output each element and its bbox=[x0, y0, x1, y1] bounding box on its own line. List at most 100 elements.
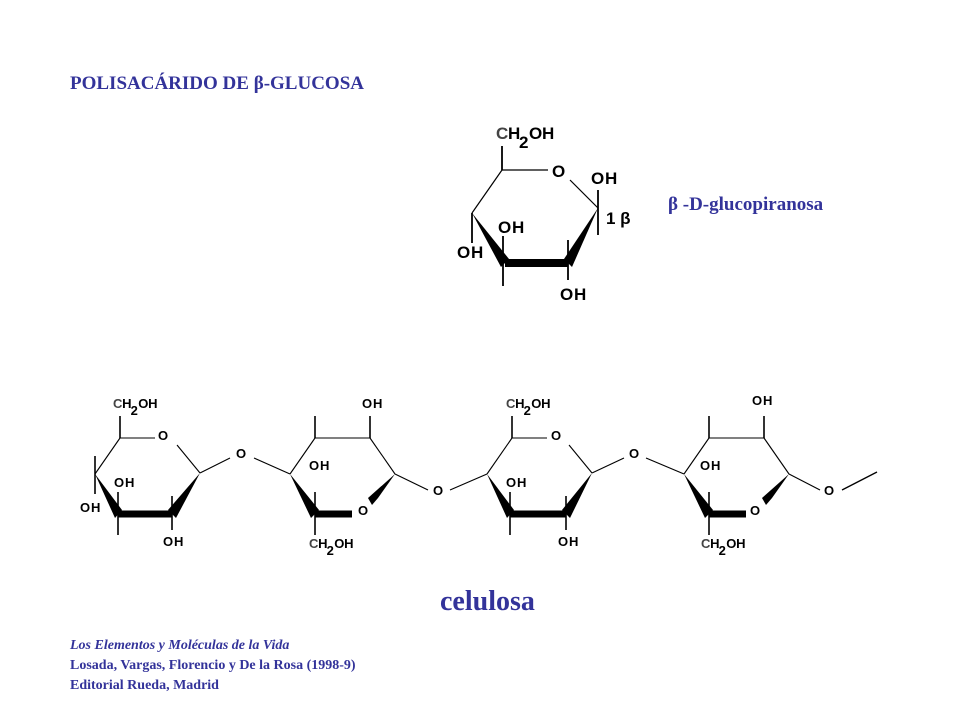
ring-oxygen-label: O bbox=[236, 446, 246, 461]
ring-oxygen-label: O bbox=[552, 162, 565, 181]
hydrogen-atom-label: H bbox=[512, 218, 524, 237]
ring-oxygen-label: O bbox=[551, 428, 561, 443]
ring-oxygen-label: O bbox=[433, 483, 443, 498]
ring-oxygen-label: O bbox=[358, 503, 368, 518]
hydrogen-atom-label: H bbox=[542, 124, 554, 143]
glycosidic-bond bbox=[394, 473, 429, 491]
hydrogen-atom-label: H bbox=[517, 475, 526, 490]
hydrogen-atom-label: H bbox=[344, 536, 353, 551]
oxygen-atom-label: O bbox=[309, 458, 319, 473]
ring-oxygen-label: O bbox=[750, 503, 760, 518]
hydrogen-atom-label: H bbox=[710, 536, 719, 551]
glycosidic-bond bbox=[253, 457, 291, 475]
oxygen-atom-label: O bbox=[498, 218, 511, 237]
wedge-bond bbox=[472, 213, 509, 267]
oxygen-atom-label: O bbox=[163, 534, 173, 549]
oxygen-atom-label: O bbox=[138, 396, 148, 411]
hydrogen-atom-label: H bbox=[122, 396, 131, 411]
wedge-bond bbox=[368, 474, 395, 505]
oxygen-atom-label: O bbox=[531, 396, 541, 411]
reference: Los Elementos y Moléculas de la Vida Los… bbox=[70, 636, 356, 696]
bond bbox=[369, 437, 396, 475]
wedge-bond bbox=[95, 474, 122, 518]
glycosidic-bond bbox=[591, 457, 625, 474]
subscript-two-label: 2 bbox=[327, 543, 334, 558]
oxygen-atom-label: O bbox=[700, 458, 710, 473]
glycosidic-bond bbox=[645, 457, 685, 475]
hydrogen-atom-label: H bbox=[569, 534, 578, 549]
oxygen-atom-label: O bbox=[560, 285, 573, 304]
bond bbox=[569, 179, 599, 209]
ring-oxygen-label: O bbox=[629, 446, 639, 461]
hydrogen-atom-label: H bbox=[318, 536, 327, 551]
carbon-atom-label: C bbox=[496, 124, 508, 143]
wedge-bond bbox=[290, 474, 319, 518]
bond bbox=[176, 444, 201, 474]
hydrogen-atom-label: H bbox=[91, 500, 100, 515]
carbon-atom-label: C bbox=[309, 536, 319, 551]
oxygen-atom-label: O bbox=[726, 536, 736, 551]
bond bbox=[683, 437, 710, 475]
oxygen-atom-label: O bbox=[529, 124, 542, 143]
bond bbox=[763, 437, 790, 475]
glycosidic-bond bbox=[199, 457, 231, 474]
subscript-two-label: 2 bbox=[524, 403, 531, 418]
hydrogen-atom-label: H bbox=[574, 285, 586, 304]
hydrogen-atom-label: H bbox=[711, 458, 720, 473]
bond bbox=[486, 437, 513, 475]
carbon-atom-label: C bbox=[506, 396, 516, 411]
oxygen-atom-label: O bbox=[506, 475, 516, 490]
wedge-bond bbox=[168, 473, 200, 518]
oxygen-atom-label: O bbox=[558, 534, 568, 549]
hydrogen-atom-label: H bbox=[148, 396, 157, 411]
carbon-atom-label: C bbox=[113, 396, 123, 411]
oxygen-atom-label: O bbox=[591, 169, 604, 188]
wedge-bond bbox=[562, 473, 592, 518]
bond bbox=[568, 444, 593, 474]
hydrogen-atom-label: H bbox=[736, 536, 745, 551]
oxygen-atom-label: O bbox=[752, 393, 762, 408]
hydrogen-atom-label: H bbox=[508, 124, 520, 143]
wedge-bond bbox=[564, 208, 598, 267]
oxygen-atom-label: O bbox=[80, 500, 90, 515]
hydrogen-atom-label: H bbox=[174, 534, 183, 549]
hydrogen-atom-label: H bbox=[471, 243, 483, 262]
hydrogen-atom-label: H bbox=[515, 396, 524, 411]
bond bbox=[94, 437, 121, 475]
chain-continuation-bond bbox=[841, 471, 878, 491]
wedge-bond bbox=[762, 474, 789, 505]
oxygen-atom-label: O bbox=[114, 475, 124, 490]
subscript-two-label: 2 bbox=[719, 543, 726, 558]
reference-authors: Losada, Vargas, Florencio y De la Rosa (… bbox=[70, 658, 356, 673]
anomer-label: 1 β bbox=[606, 209, 631, 228]
subscript-two-label: 2 bbox=[131, 403, 138, 418]
oxygen-atom-label: O bbox=[457, 243, 470, 262]
page-title: POLISACÁRIDO DE β-GLUCOSA bbox=[70, 73, 364, 94]
bond bbox=[471, 169, 503, 214]
hydrogen-atom-label: H bbox=[541, 396, 550, 411]
hydrogen-atom-label: H bbox=[605, 169, 617, 188]
subscript-two-label: 2 bbox=[519, 133, 528, 152]
bond bbox=[289, 437, 316, 475]
reference-publisher: Editorial Rueda, Madrid bbox=[70, 678, 219, 693]
glycosidic-bond bbox=[449, 473, 488, 491]
hydrogen-atom-label: H bbox=[320, 458, 329, 473]
glycosidic-bond bbox=[788, 473, 821, 491]
oxygen-atom-label: O bbox=[362, 396, 372, 411]
glucose-label: β -D-glucopiranosa bbox=[668, 194, 824, 215]
carbon-atom-label: C bbox=[701, 536, 711, 551]
ring-oxygen-label: O bbox=[824, 483, 834, 498]
hydrogen-atom-label: H bbox=[373, 396, 382, 411]
ring-oxygen-label: O bbox=[158, 428, 168, 443]
polymer-label: celulosa bbox=[440, 586, 535, 617]
wedge-bond bbox=[684, 474, 713, 518]
wedge-bond bbox=[487, 474, 514, 518]
hydrogen-atom-label: H bbox=[763, 393, 772, 408]
hydrogen-atom-label: H bbox=[125, 475, 134, 490]
oxygen-atom-label: O bbox=[334, 536, 344, 551]
